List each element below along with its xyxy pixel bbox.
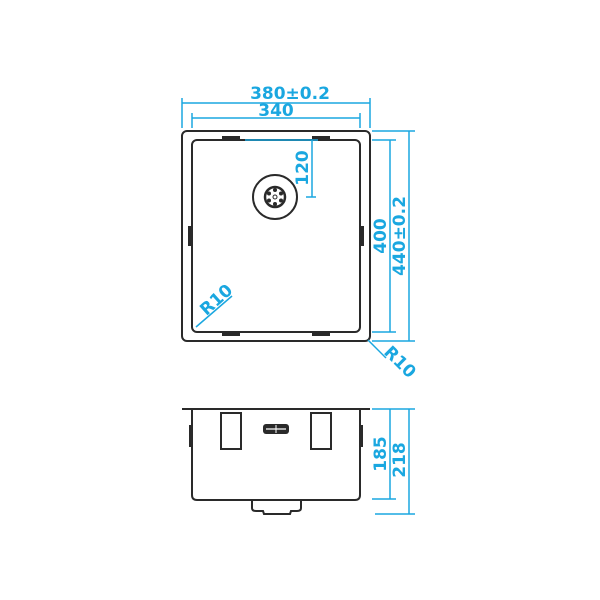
top-view-dimension-lines: [181, 98, 415, 359]
mounting-clip-left: [188, 226, 192, 246]
bracket-right: [310, 412, 332, 450]
drain-offset-label: 120: [293, 150, 313, 186]
inner-width-label: 340: [258, 101, 294, 121]
overflow-icon: [263, 424, 289, 434]
bowl-height-label: 185: [371, 436, 391, 472]
drain-icon: [252, 174, 298, 220]
inner-depth-label: 400: [371, 218, 391, 254]
mounting-clip-bottom-left: [222, 332, 240, 336]
side-view: 185 218: [182, 408, 415, 515]
side-view-dimension-lines: [372, 408, 415, 515]
mounting-clip-right: [360, 226, 364, 246]
side-clip-right: [359, 425, 363, 447]
mounting-clip-bottom-right: [312, 332, 330, 336]
overall-depth-label: 440±0.2: [390, 196, 410, 276]
outer-radius-label: R10: [379, 342, 419, 382]
bracket-left: [220, 412, 242, 450]
mounting-clip-top-left: [222, 136, 240, 140]
inner-radius-label: R10: [196, 280, 237, 320]
top-view: 380±0.2 340 120 400 440±0.2 R10 R10: [181, 84, 420, 383]
overall-height-label: 218: [390, 442, 410, 478]
outer-rim-outline: [181, 130, 371, 342]
mounting-clip-top-right: [312, 136, 330, 140]
bowl-body-outline: [191, 409, 361, 501]
overall-width-label: 380±0.2: [250, 84, 330, 104]
drain-outlet-outline: [251, 500, 302, 515]
side-clip-left: [189, 425, 193, 447]
